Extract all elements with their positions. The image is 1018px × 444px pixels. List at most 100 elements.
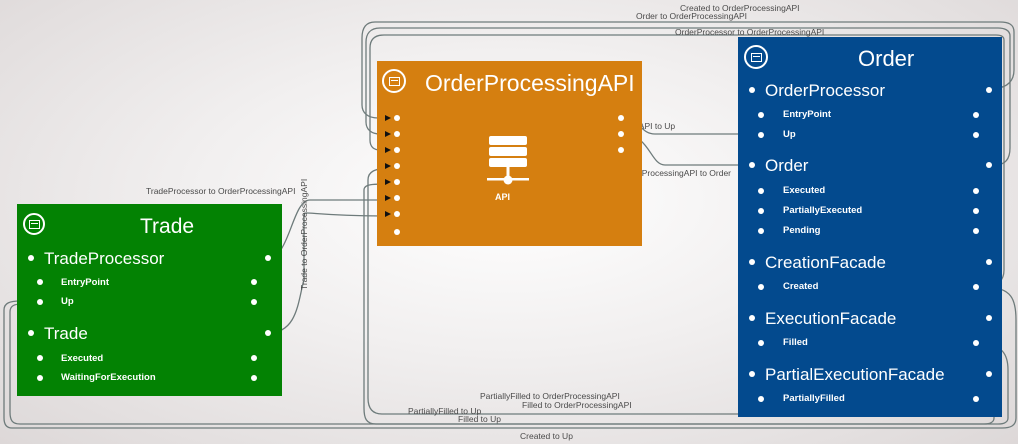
output-port[interactable] (986, 315, 992, 321)
port-label: Executed (61, 353, 104, 364)
collapse-icon[interactable] (382, 69, 406, 93)
input-arrow (385, 131, 391, 137)
output-port[interactable] (986, 371, 992, 377)
port-label: EntryPoint (783, 109, 832, 120)
input-arrow (385, 179, 391, 185)
port-label: Pending (783, 225, 821, 236)
order-node[interactable]: Order OrderProcessor EntryPoint Up Order… (738, 37, 1002, 417)
output-port[interactable] (986, 87, 992, 93)
group-dot (749, 371, 755, 377)
input-port[interactable] (394, 211, 400, 217)
node-title: Trade (140, 215, 195, 238)
wire-label: Order to OrderProcessingAPI (636, 11, 748, 21)
output-port[interactable] (973, 396, 979, 402)
output-port[interactable] (973, 284, 979, 290)
input-port[interactable] (394, 179, 400, 185)
input-port[interactable] (758, 188, 764, 194)
trade-node[interactable]: Trade TradeProcessor EntryPoint Up Trade… (17, 204, 282, 396)
output-port[interactable] (973, 228, 979, 234)
collapse-icon[interactable] (744, 45, 768, 69)
input-port[interactable] (37, 299, 43, 305)
wire-label: Filled to Up (458, 414, 501, 424)
group-label: OrderProcessor (765, 81, 885, 100)
input-port[interactable] (37, 279, 43, 285)
wire-label: TradeProcessor to OrderProcessingAPI (146, 186, 296, 196)
wire-tradeprocessor-to-api (267, 199, 392, 259)
output-port[interactable] (973, 208, 979, 214)
api-icon-label: API (495, 192, 511, 202)
port-label: WaitingForExecution (61, 372, 156, 383)
group-label: ExecutionFacade (765, 309, 897, 328)
output-port[interactable] (251, 279, 257, 285)
port-label: Executed (783, 185, 826, 196)
input-arrow (385, 147, 391, 153)
output-port[interactable] (973, 112, 979, 118)
wire-label: OrderProcessingAPI to Order (620, 168, 732, 178)
output-port[interactable] (973, 340, 979, 346)
output-port[interactable] (973, 188, 979, 194)
wire-trade-to-api (267, 212, 393, 334)
orderprocessingapi-node[interactable]: OrderProcessingAPI API (377, 61, 642, 246)
input-arrow (385, 211, 391, 217)
wire-label: PartiallyFilled to OrderProcessingAPI (480, 391, 620, 401)
input-port[interactable] (758, 396, 764, 402)
group-dot (749, 87, 755, 93)
input-port[interactable] (394, 163, 400, 169)
group-label: TradeProcessor (44, 249, 165, 268)
port-label: Up (61, 296, 74, 307)
input-port[interactable] (758, 284, 764, 290)
group-label: Order (765, 156, 809, 175)
port-label: PartiallyExecuted (783, 205, 863, 216)
input-port[interactable] (394, 229, 400, 235)
output-port[interactable] (986, 259, 992, 265)
input-port[interactable] (394, 131, 400, 137)
port-label: PartiallyFilled (783, 393, 845, 404)
wire-order-to-api (361, 21, 1015, 119)
input-port[interactable] (394, 147, 400, 153)
output-port[interactable] (251, 299, 257, 305)
input-arrow (385, 195, 391, 201)
input-port[interactable] (758, 132, 764, 138)
wire-orderprocessor-to-api (365, 27, 1011, 166)
group-label: PartialExecutionFacade (765, 365, 945, 384)
output-port[interactable] (265, 255, 271, 261)
input-port[interactable] (758, 228, 764, 234)
server-icon (487, 136, 529, 185)
wire-label: OrderProcessor to OrderProcessingAPI (675, 27, 825, 37)
wire-label: Filled to OrderProcessingAPI (522, 400, 632, 410)
group-label: CreationFacade (765, 253, 886, 272)
output-port[interactable] (618, 131, 624, 137)
input-port[interactable] (758, 112, 764, 118)
input-port[interactable] (37, 375, 43, 381)
group-dot (749, 315, 755, 321)
wire-created-to-api (369, 34, 1005, 288)
port-label: Created (783, 281, 819, 292)
input-port[interactable] (37, 355, 43, 361)
input-arrow (385, 115, 391, 121)
group-dot (749, 162, 755, 168)
output-port[interactable] (618, 147, 624, 153)
node-title: OrderProcessingAPI (425, 70, 635, 96)
group-dot (28, 330, 34, 336)
group-dot (28, 255, 34, 261)
input-port[interactable] (758, 340, 764, 346)
output-port[interactable] (265, 330, 271, 336)
input-port[interactable] (758, 208, 764, 214)
output-port[interactable] (251, 375, 257, 381)
output-port[interactable] (251, 355, 257, 361)
wire-label: Created to Up (520, 431, 573, 441)
output-port[interactable] (618, 115, 624, 121)
port-label: Filled (783, 337, 808, 348)
input-arrow (385, 163, 391, 169)
node-title: Order (858, 46, 915, 71)
port-label: EntryPoint (61, 277, 110, 288)
output-port[interactable] (973, 132, 979, 138)
wire-label: PartiallyFilled to Up (408, 406, 482, 416)
collapse-icon[interactable] (23, 213, 45, 235)
input-port[interactable] (394, 195, 400, 201)
group-dot (749, 259, 755, 265)
wire-created-to-up (3, 286, 1017, 429)
group-label: Trade (44, 324, 88, 343)
output-port[interactable] (986, 162, 992, 168)
input-port[interactable] (394, 115, 400, 121)
